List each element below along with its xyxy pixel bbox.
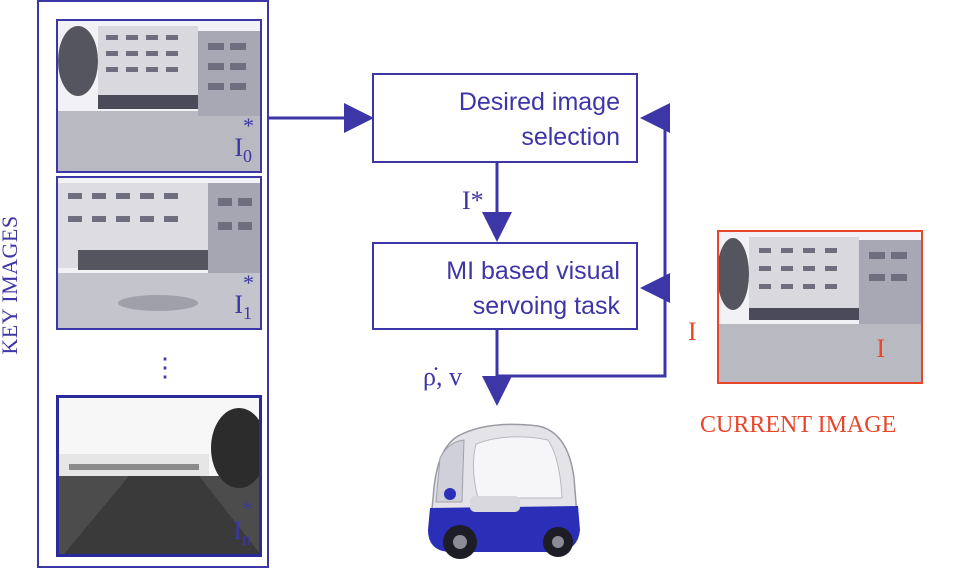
mi-servoing-block: MI based visual servoing task bbox=[372, 242, 638, 330]
desired-image-selection-block: Desired image selection bbox=[372, 73, 638, 163]
key-image-0: I*0 bbox=[56, 19, 262, 173]
building-scene-0 bbox=[58, 21, 260, 171]
current-image-inner-label: I bbox=[876, 334, 885, 363]
servoing-line-2: servoing task bbox=[472, 292, 620, 320]
control-output-label: ρ̇, v bbox=[423, 362, 462, 391]
current-scene bbox=[719, 232, 921, 382]
building-scene-1 bbox=[58, 178, 260, 328]
key-image-n-label: I*n bbox=[233, 495, 253, 549]
vehicle-icon bbox=[428, 423, 580, 559]
current-image-label: CURRENT IMAGE bbox=[700, 412, 897, 438]
key-image-0-label: I*0 bbox=[234, 112, 254, 166]
servoing-line-1: MI based visual bbox=[446, 257, 620, 285]
key-images-panel bbox=[37, 0, 269, 568]
key-image-1: I*1 bbox=[56, 176, 262, 330]
selection-line-2: selection bbox=[521, 123, 620, 151]
key-image-n: I*n bbox=[56, 395, 262, 557]
road-scene-n bbox=[59, 398, 259, 554]
desired-image-arrow-label: I* bbox=[462, 186, 484, 215]
current-image: I bbox=[717, 230, 923, 384]
key-image-1-label: I*1 bbox=[234, 269, 254, 323]
key-images-ellipsis: ⋮ bbox=[152, 352, 178, 382]
selection-line-1: Desired image bbox=[458, 88, 620, 116]
current-image-arrow-label: I bbox=[688, 317, 697, 346]
